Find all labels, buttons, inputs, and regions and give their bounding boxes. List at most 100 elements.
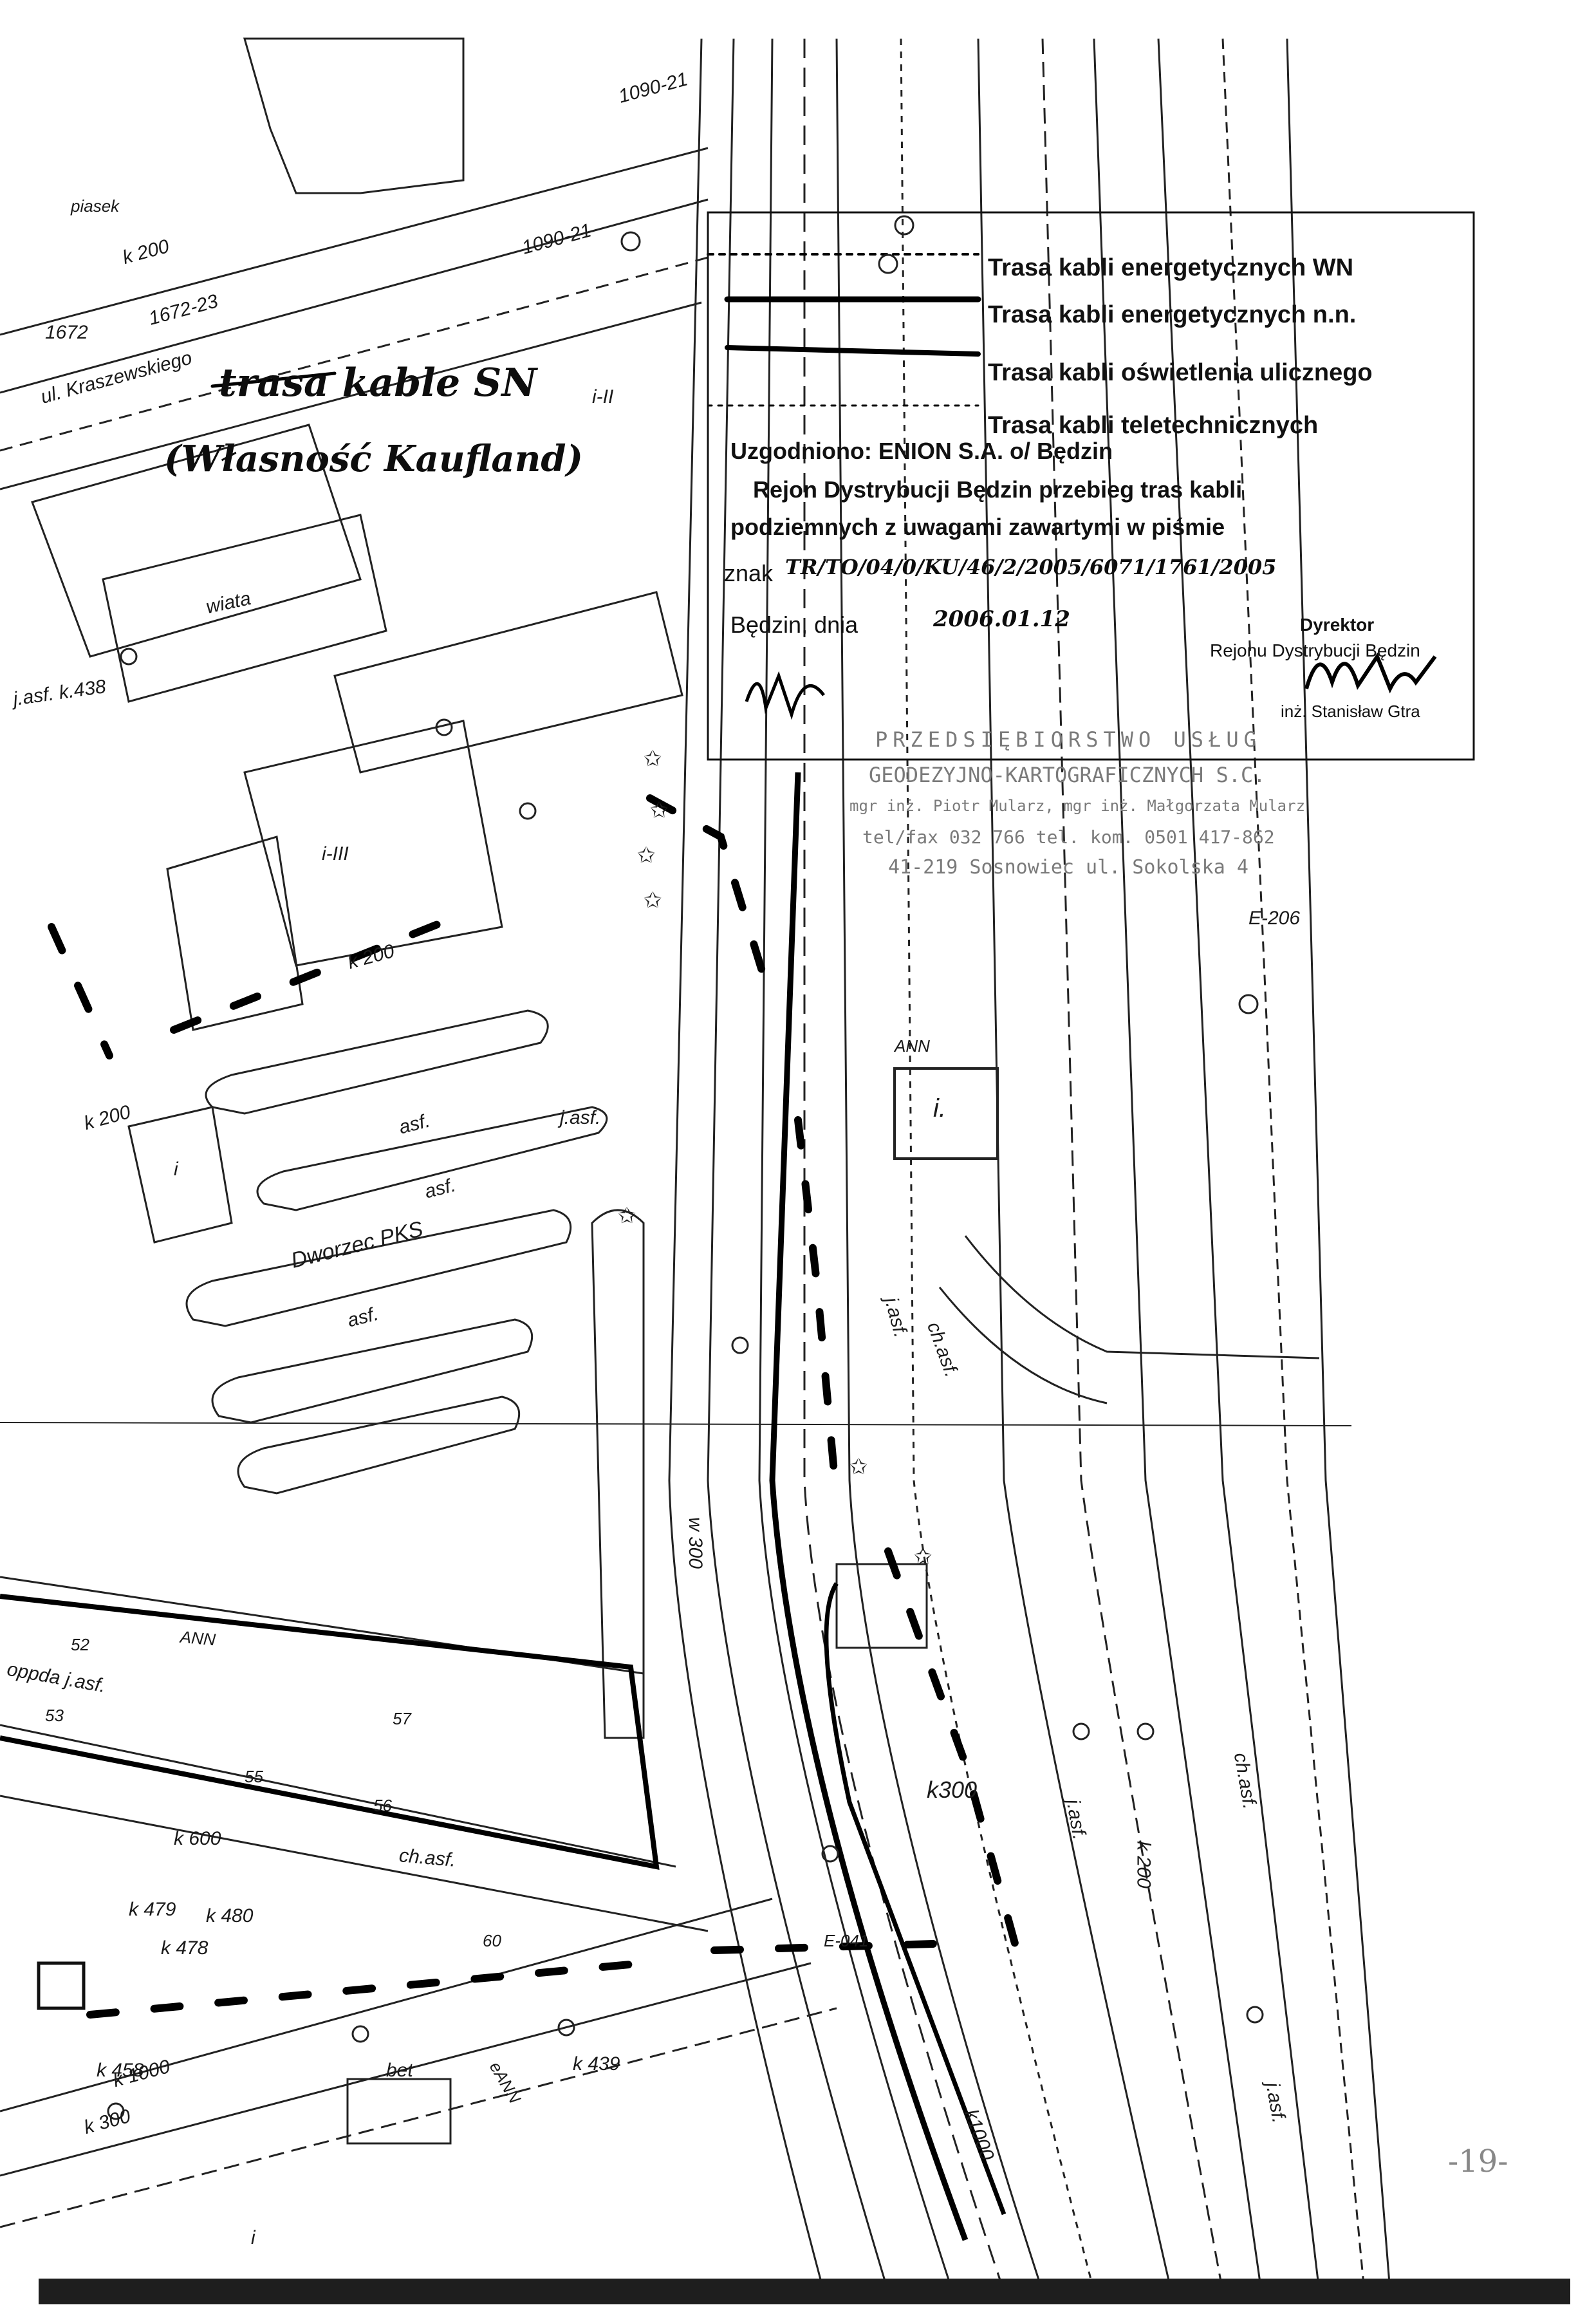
corridor-line-3: [758, 38, 954, 2292]
corridor-line-12: [1286, 38, 1391, 2292]
building-wiata: [102, 514, 387, 703]
platform-4: [211, 1318, 534, 1424]
approval-line-3: podziemnych z uwagami zawartymi w piśmie: [730, 514, 1225, 540]
street-lower-2: [0, 1724, 676, 1868]
corridor-line-2: [707, 38, 889, 2292]
curve-junction: [964, 1235, 1320, 1359]
initials-signature: [745, 671, 825, 720]
legend-item-wn: Trasa kabli energetycznych WN: [988, 254, 1354, 281]
label-52: 52: [71, 1635, 89, 1654]
building-bottom-1: [346, 2078, 452, 2145]
street-lower-6: [0, 2007, 837, 2228]
lamp-symbol: [1238, 994, 1259, 1014]
corridor-line-4: [803, 39, 1005, 2292]
cable-wn-route: [769, 772, 969, 2241]
stamp-line-2: GEODEZYJNO-KARTOGRAFICZNYCH S.C.: [869, 763, 1266, 787]
label-i-box: i.: [933, 1094, 946, 1123]
label-e206: E-206: [1248, 908, 1301, 929]
approval-znak-label: znak: [724, 560, 774, 586]
building-block: [333, 591, 683, 774]
label-i-a: i: [174, 1159, 178, 1180]
director-signature: [1304, 652, 1437, 694]
director-title: Dyrektor: [1300, 615, 1375, 635]
cable-wn-inner-curve: [824, 1582, 1007, 2216]
corridor-line-5: [835, 38, 1044, 2292]
label-53: 53: [45, 1706, 64, 1725]
lamp-symbol: [894, 215, 914, 236]
corridor-line-9: [1093, 38, 1263, 2292]
director-name: inż. Stanisław Gtra: [1281, 702, 1420, 721]
sheet-seam: [0, 1422, 1352, 1426]
label-e041: E-041: [824, 1931, 869, 1950]
street-lower-3: [0, 1795, 709, 1932]
label-w300: w 300: [685, 1516, 707, 1569]
tree-symbol: ✩: [637, 843, 656, 868]
annotation-ownership: (Własność Kaufland): [164, 438, 583, 480]
label-k600: k 600: [174, 1828, 221, 1849]
label-k300-a: k300: [927, 1777, 978, 1803]
street-kraszewskiego-edge-2: [0, 198, 709, 394]
lamp-symbol: [878, 254, 898, 274]
label-k439: k 439: [573, 2053, 620, 2075]
corridor-line-6: [900, 38, 1095, 2292]
approval-date-label: Będzin, dnia: [730, 611, 858, 638]
street-kraszewskiego-edge-3: [0, 256, 709, 452]
annotation-cable-sn: trasa kable SN: [219, 360, 537, 406]
label-k480: k 480: [206, 1905, 254, 1927]
tree-symbol: ✩: [914, 1544, 933, 1570]
building-mid: [31, 424, 362, 658]
label-ann-3: ANN: [179, 1627, 217, 1650]
label-k458: k 458: [97, 2060, 144, 2081]
street-kraszewskiego-edge-1: [0, 147, 709, 336]
cable-wn-lower-loop: [0, 1594, 660, 1870]
curve-island: [591, 1209, 645, 1739]
building-top: [243, 37, 465, 194]
label-60: 60: [483, 1931, 501, 1950]
label-j-asf: j.asf.: [560, 1107, 601, 1128]
tree-symbol: ✩: [849, 1454, 868, 1480]
street-lower-4: [0, 1898, 773, 2113]
label-i-b: i: [251, 2227, 255, 2248]
curve-junction-2: [938, 1287, 1108, 1404]
page-number: -19-: [1448, 2143, 1508, 2179]
tree-symbol: ✩: [644, 888, 662, 913]
lamp-symbol: [120, 648, 138, 666]
lamp-symbol: [1072, 1722, 1090, 1740]
approval-line-2: Rejon Dystrybucji Będzin przebieg tras k…: [753, 476, 1243, 503]
label-k479: k 479: [129, 1899, 176, 1920]
building-i-iii: [243, 720, 503, 967]
stamp-line-5: 41-219 Sosnowiec ul. Sokolska 4: [888, 856, 1248, 879]
building-small: [127, 1106, 233, 1244]
small-box-bottom: [37, 1961, 86, 2010]
approval-line-1: Uzgodniono: ENION S.A. o/ Będzin: [730, 438, 1113, 464]
legend-box: [707, 211, 1475, 761]
street-lower-5: [0, 1962, 812, 2177]
director-subtitle: Rejonu Dystrybucji Będzin: [1210, 640, 1420, 660]
approval-date-value: 2006.01.12: [933, 606, 1070, 632]
corridor-line-11: [1221, 38, 1366, 2292]
stamp-line-1: PRZEDSIĘBIORSTWO USŁUG: [875, 727, 1261, 752]
legend-line-light: [725, 345, 981, 357]
approval-znak-value: TR/TO/04/0/KU/46/2/2005/6071/1761/2005: [785, 555, 1277, 579]
lamp-symbol: [731, 1336, 749, 1354]
label-55: 55: [245, 1767, 263, 1786]
lamp-symbol: [435, 718, 453, 736]
platform-3: [185, 1209, 572, 1327]
corridor-line-1: [668, 38, 825, 2292]
platform-5: [237, 1395, 521, 1495]
label-bet: bet: [386, 2060, 413, 2081]
tree-symbol: ✩: [650, 798, 669, 823]
lamp-symbol: [620, 231, 641, 252]
label-i-ii: i-II: [592, 386, 614, 407]
label-56: 56: [373, 1796, 392, 1815]
label-piasek: piasek: [71, 196, 120, 216]
corridor-line-8: [1041, 38, 1224, 2292]
tree-symbol: ✩: [644, 746, 662, 772]
lamp-symbol: [351, 2025, 369, 2043]
cable-nn-dashed-3: [646, 794, 776, 1008]
lamp-symbol: [1246, 2006, 1264, 2024]
street-kraszewskiego-edge-4: [0, 301, 702, 490]
label-i-iii: i-III: [322, 843, 349, 864]
building-b: [166, 835, 304, 1031]
label-57: 57: [393, 1709, 411, 1728]
